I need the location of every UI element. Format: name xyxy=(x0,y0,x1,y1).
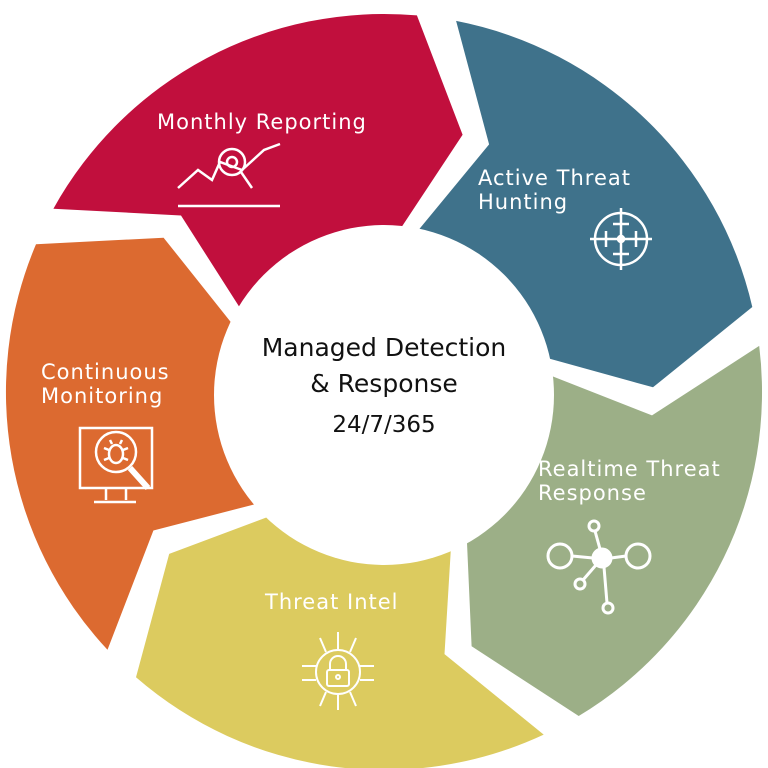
title-line2: & Response xyxy=(310,369,458,398)
label-line: Active Threat xyxy=(478,166,631,190)
label-monthly-reporting: Monthly Reporting xyxy=(157,110,367,134)
label-line: Hunting xyxy=(478,190,569,214)
crosshair-icon xyxy=(590,208,652,270)
segment-active-threat-hunting xyxy=(414,20,753,388)
label-active-threat-hunting: Active Threat Hunting xyxy=(478,166,631,214)
segment-continuous-monitoring xyxy=(5,237,267,650)
label-line: Monitoring xyxy=(41,384,164,408)
segment-threat-intel xyxy=(136,512,544,768)
label-realtime-threat-response: Realtime Threat Response xyxy=(538,457,721,505)
center-subtitle: 24/7/365 xyxy=(332,412,436,438)
label-threat-intel: Threat Intel xyxy=(265,590,399,614)
label-line: Realtime Threat xyxy=(538,457,721,481)
monitor-bug-icon xyxy=(78,426,154,504)
label-continuous-monitoring: Continuous Monitoring xyxy=(41,360,170,408)
segment-monthly-reporting xyxy=(53,13,463,315)
center-circle xyxy=(214,225,554,565)
circuit-lock-icon xyxy=(302,632,374,710)
chart-magnifier-icon xyxy=(177,142,281,208)
label-line: Response xyxy=(538,481,647,505)
center-title: Managed Detection & Response 24/7/365 xyxy=(214,330,554,438)
title-line1: Managed Detection xyxy=(261,333,507,362)
label-line: Continuous xyxy=(41,360,170,384)
network-nodes-icon xyxy=(546,519,652,615)
